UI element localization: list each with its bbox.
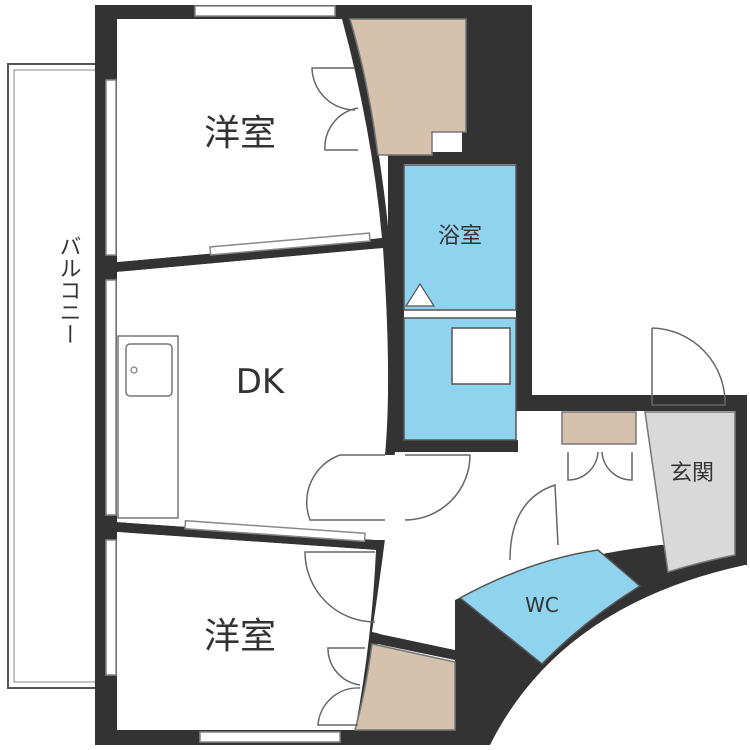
room-western-upper-floor [117,19,382,262]
room-label-western-lower: 洋室 [204,616,276,657]
room-label-dk: DK [236,362,286,402]
room-label-balcony: バルコニー [56,235,81,345]
bath-step-triangle [404,282,436,307]
closet-lower [354,643,456,731]
room-label-bath: 浴室 [438,224,482,249]
doors [304,67,726,726]
wc-room [458,549,642,666]
closet-upper [348,18,467,156]
room-label-western-upper: 洋室 [204,113,276,154]
kitchen-counter [117,335,179,519]
shoe-closet [561,411,637,445]
washing-machine-pan [451,327,511,385]
hallway-floor [372,452,660,650]
balcony [7,63,107,689]
room-label-wc: WC [525,593,559,617]
bathroom [403,164,517,311]
room-label-entrance: 玄関 [670,461,714,486]
entrance-area [644,411,736,573]
sink-icon [125,343,173,397]
windows [105,5,371,743]
